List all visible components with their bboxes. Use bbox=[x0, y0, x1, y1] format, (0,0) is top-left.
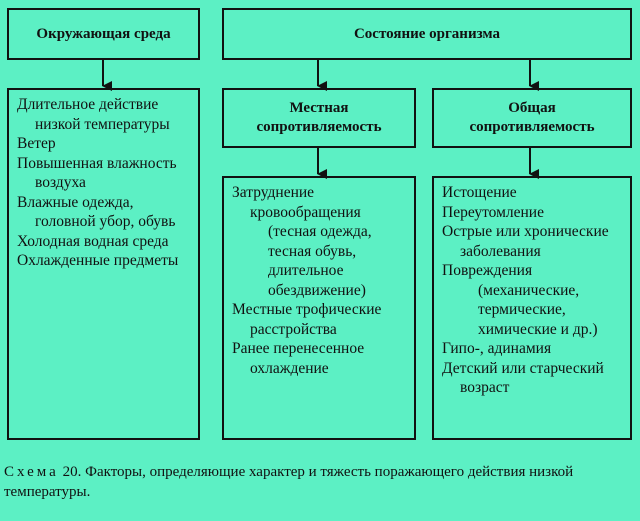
env-factor: Ветер bbox=[17, 135, 56, 152]
general-factors-box: Истощение Переутомление Острые или хрони… bbox=[432, 176, 632, 440]
env-factor: Длительное действие низкой температуры bbox=[17, 96, 170, 133]
figure-caption: Схема 20. Факторы, определяющие характер… bbox=[4, 462, 636, 502]
local-header-line1: Местная bbox=[289, 100, 349, 116]
local-factor: Затруднение кровообращения (тесная одежд… bbox=[232, 183, 408, 300]
org-header: Состояние организма bbox=[353, 25, 501, 42]
general-factor-note: (механические, термические, химические и… bbox=[478, 281, 598, 338]
general-header-box: Общая сопротивляемость bbox=[432, 88, 632, 148]
caption-label: Схема bbox=[4, 464, 59, 480]
local-factors-box: Затруднение кровообращения (тесная одежд… bbox=[222, 176, 416, 440]
general-factor-text: Повреждения bbox=[442, 262, 533, 279]
env-factor: Повышенная влажность воздуха bbox=[17, 154, 177, 192]
env-factor: Влажные одежда, головной убор, обувь bbox=[17, 193, 176, 231]
env-factor: Холодная водная среда bbox=[17, 232, 169, 250]
env-header: Окружающая среда bbox=[36, 25, 171, 42]
local-factor: Ранее перенесенное охлаждение bbox=[232, 340, 365, 377]
local-factor-text: Затруднение кровообращения bbox=[232, 184, 361, 221]
local-header-box: Местная сопротивляемость bbox=[222, 88, 416, 148]
general-header-line2: сопротивляемость bbox=[469, 119, 595, 135]
general-factor: Острые или хронические заболевания bbox=[442, 223, 609, 260]
org-header-box: Состояние организма bbox=[222, 8, 632, 60]
general-factor: Детский или старческий возраст bbox=[442, 359, 604, 397]
env-factors-box: Длительное действие низкой температуры В… bbox=[7, 88, 200, 440]
local-factor-note: (тесная одежда, тесная обувь, длительное… bbox=[268, 223, 372, 299]
caption-text: 20. Факторы, определяющие характер и тяж… bbox=[4, 464, 574, 500]
local-header-line2: сопротивляемость bbox=[256, 119, 382, 135]
general-header-line1: Общая bbox=[508, 100, 556, 116]
general-factor: Повреждения (механические, термические, … bbox=[442, 261, 624, 339]
local-factor: Местные трофические расстройства bbox=[232, 301, 382, 338]
general-factor: Гипо-, адинамия bbox=[442, 340, 552, 357]
general-factor: Переутомление bbox=[442, 203, 544, 221]
general-factor: Истощение bbox=[442, 184, 517, 201]
env-factor: Охлажденные предметы bbox=[17, 252, 179, 269]
env-header-box: Окружающая среда bbox=[7, 8, 200, 60]
